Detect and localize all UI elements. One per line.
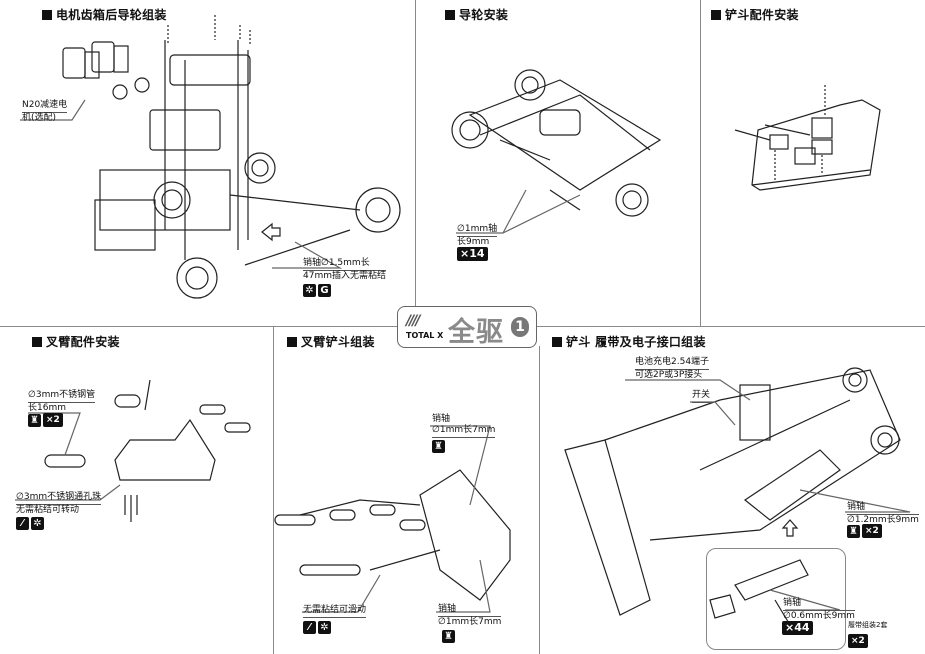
divider-middle-right: [535, 326, 925, 327]
steel-bead-callout: ∅3mm不锈钢通孔珠 无需粘结可转动: [16, 492, 102, 515]
divider-bottom-2: [539, 346, 540, 654]
bullet-square-icon: [711, 10, 721, 20]
divider-middle-left: [0, 326, 397, 327]
track-chain-illustration: [709, 559, 809, 626]
panel-title-arm-parts: 叉臂配件安装: [32, 333, 120, 350]
steel-tube-callout: ∅3mm不锈钢管 长16mm: [28, 390, 96, 413]
axle-callout-1mm: ∅1mm轴 长9mm: [457, 224, 498, 247]
lubricate-icon: ⁄: [16, 517, 29, 530]
brand-logo: //// TOTAL X 全驱 1: [397, 306, 537, 348]
logo-stripes-icon: ////: [406, 313, 421, 329]
quantity-badge-2: ×2: [862, 524, 882, 538]
up-arrow: [781, 519, 799, 537]
motor-illustration: [62, 41, 150, 100]
step-number: 1: [511, 317, 529, 337]
quantity-badge-2: ×2: [43, 413, 63, 427]
panel-title-guide-wheel: 导轮安装: [445, 6, 508, 23]
divider-bottom-1: [273, 326, 274, 654]
bullet-square-icon: [287, 337, 297, 347]
pin-callout-upper: 销轴 ∅1mm长7mm: [432, 414, 496, 438]
insert-icon: G: [318, 284, 331, 297]
panel-title-motor-gearbox: 电机齿箱后导轮组装: [42, 6, 167, 23]
panel-title-bucket-parts: 铲斗配件安装: [711, 6, 799, 23]
tracks-electronics-illustration: [564, 367, 901, 616]
slide-callout: 无需粘结可滑动: [303, 605, 367, 618]
quantity-badge-14: ×14: [457, 247, 488, 261]
lubricate-icon: ⁄: [303, 621, 316, 634]
panel-title-arm-bucket: 叉臂铲斗组装: [287, 333, 375, 350]
guide-wheel-illustration: [451, 69, 662, 217]
logo-title: 全驱: [448, 317, 504, 348]
motor-callout: N20减速电 机(选配): [22, 100, 68, 123]
glue-icon: ♜: [442, 630, 455, 643]
no-glue-icon: ✲: [303, 284, 316, 297]
track-set-callout: 履带组装2套: [848, 621, 888, 629]
pin-callout-1-2mm: 销轴 ∅1.2mm长9mm: [847, 502, 919, 525]
panel-title-tracks-electronics: 铲斗 履带及电子接口组装: [552, 333, 706, 350]
divider-top-1: [415, 0, 416, 306]
pin-callout-0-6mm: 销轴 ∅0.6mm长9mm: [783, 598, 855, 621]
quantity-badge-44: ×44: [782, 621, 813, 635]
divider-top-2: [700, 0, 701, 326]
no-glue-icon: ✲: [318, 621, 331, 634]
bullet-square-icon: [42, 10, 52, 20]
no-glue-icon: ✲: [31, 517, 44, 530]
glue-icon: ♜: [847, 525, 860, 538]
glue-icon: ♜: [28, 414, 41, 427]
logo-brand: TOTAL X: [406, 331, 444, 340]
bullet-square-icon: [445, 10, 455, 20]
pin-callout-1-5mm: 销轴∅1.5mm长 47mm插入无需粘结: [303, 258, 386, 281]
bullet-square-icon: [32, 337, 42, 347]
gearbox-frame-illustration: [94, 40, 401, 299]
switch-callout: 开关: [692, 390, 711, 403]
bucket-parts-illustration: [734, 99, 881, 191]
glue-icon: ♜: [432, 440, 445, 453]
charging-terminal-callout: 电池充电2.54端子 可选2P或3P接头: [635, 357, 710, 380]
track-inset-box: [706, 548, 846, 650]
bullet-square-icon: [552, 337, 562, 347]
quantity-badge-2-sets: ×2: [848, 634, 868, 648]
arm-bucket-illustration: [274, 469, 511, 601]
pin-callout-lower: 销轴 ∅1mm长7mm: [438, 604, 502, 627]
